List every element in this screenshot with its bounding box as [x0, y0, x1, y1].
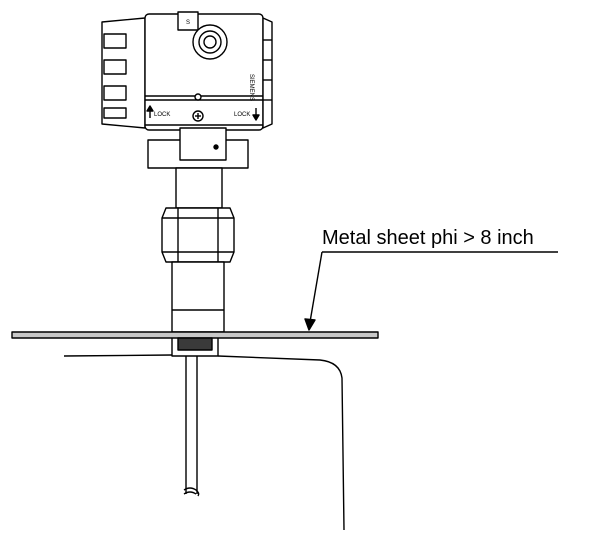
metal-sheet-callout: Metal sheet phi > 8 inch	[322, 227, 534, 249]
process-connection	[171, 261, 225, 333]
lock-label-right: LOCK	[234, 112, 250, 118]
housing-side-text: SIEMENS	[248, 74, 254, 101]
transmitter-housing	[101, 11, 273, 131]
tank-fitting	[171, 337, 219, 357]
metal-sheet	[11, 331, 379, 339]
probe-rod	[183, 356, 200, 497]
lock-label-left: LOCK	[154, 112, 170, 118]
tank-outline	[63, 354, 345, 531]
housing-tag-label: S	[186, 20, 190, 26]
housing-neck	[147, 127, 249, 209]
hex-nut	[161, 207, 235, 263]
callout-leader	[304, 251, 558, 331]
